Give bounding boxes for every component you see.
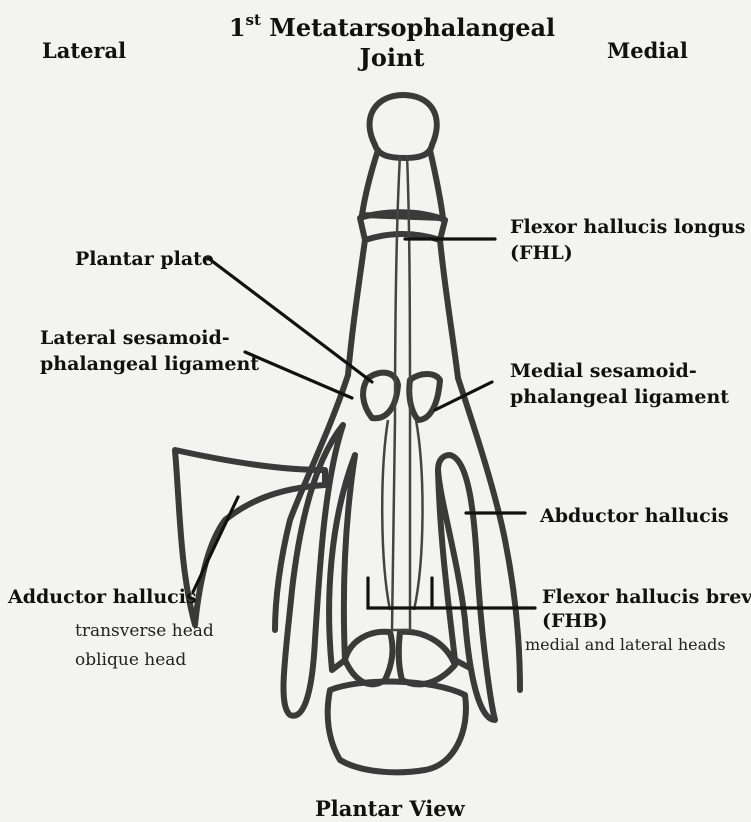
title-ordinal: 1 <box>229 13 246 42</box>
leader-lateral-ligament <box>245 352 352 398</box>
lateral-orientation-label: Lateral <box>42 38 126 64</box>
metatarsal-base <box>328 682 466 773</box>
medial-ligament-label: Medial sesamoid- <box>510 358 697 384</box>
fhb-heads-note: medial and lateral heads <box>525 633 726 657</box>
fhl-label: Flexor hallucis longus <box>510 214 745 240</box>
page-title-line2: Joint <box>182 42 602 74</box>
proximal-phalanx <box>348 240 458 378</box>
view-label: Plantar View <box>315 796 465 822</box>
fhl-abbrev: (FHL) <box>510 240 573 266</box>
medial-ligament-label-2: phalangeal ligament <box>510 384 729 410</box>
adductor-oblique-head: oblique head <box>75 648 186 672</box>
adductor-hallucis-label: Adductor hallucis <box>8 584 197 610</box>
metatarsal-base-left <box>345 632 392 685</box>
fhb-label: Flexor hallucis brevis <box>542 584 751 610</box>
medial-orientation-label: Medial <box>607 38 688 64</box>
sesamoid-right <box>409 374 440 420</box>
page-title: 1st Metatarsophalangeal <box>182 6 602 44</box>
abductor-hallucis-label: Abductor hallucis <box>540 503 729 529</box>
lateral-ligament-label-2: phalangeal ligament <box>40 351 259 377</box>
title-line1: Metatarsophalangeal <box>269 13 555 42</box>
fhb-abbrev: (FHB) <box>542 608 607 634</box>
fhl-tendon-core <box>382 420 422 610</box>
lateral-outline <box>275 375 348 630</box>
adductor-transverse-head: transverse head <box>75 619 214 643</box>
lateral-ligament-label: Lateral sesamoid- <box>40 325 230 351</box>
plantar-plate-label: Plantar plate <box>75 246 214 272</box>
metatarsal-base-right <box>399 632 455 685</box>
title-ordinal-suffix: st <box>246 11 261 29</box>
inner-lateral-strap <box>329 455 355 670</box>
leader-adductor <box>193 497 238 592</box>
